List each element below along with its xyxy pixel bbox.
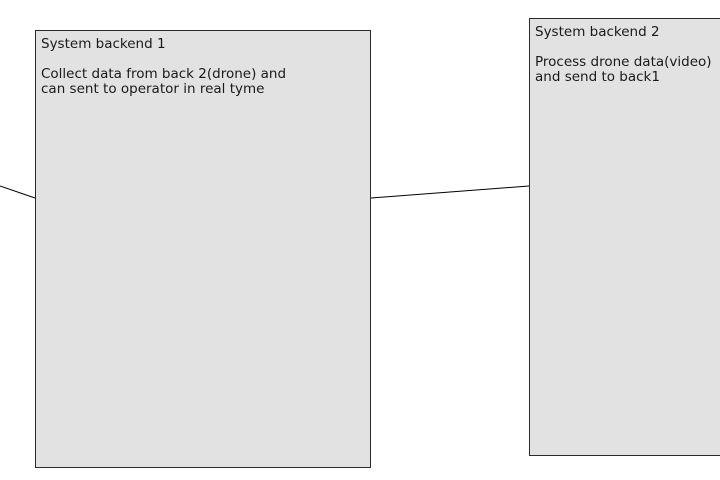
connector-offscreen-to-backend-1[interactable] (0, 185, 36, 199)
node-title: System backend 2 (535, 24, 660, 40)
system-backend-2-node[interactable]: System backend 2 Process drone data(vide… (529, 18, 720, 456)
node-title: System backend 1 (41, 36, 166, 52)
connector-backend-1-to-backend-2[interactable] (370, 185, 530, 199)
node-description: Collect data from back 2(drone) and can … (41, 66, 287, 97)
node-description: Process drone data(video) and send to ba… (535, 54, 712, 85)
system-backend-1-node[interactable]: System backend 1 Collect data from back … (35, 30, 371, 468)
